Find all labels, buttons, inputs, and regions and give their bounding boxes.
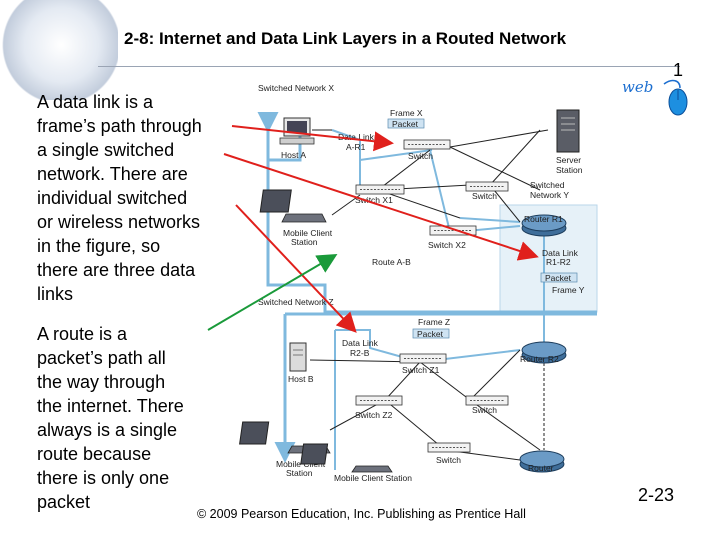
bullet-line: A route is a [37,324,128,344]
switch-icon-network-y [465,181,509,192]
bullet-line: the way through [37,372,166,392]
router-r1-icon [521,214,567,237]
mobile-client-top-label-1: Mobile Client [283,228,333,238]
switch-mid-bottom-label: Switch [472,405,497,415]
slide-number-top: 1 [673,60,684,80]
bullet-line: a single switched [37,140,175,160]
bullet-line: network. There are [37,164,188,184]
bullet-line: the internet. There [37,396,184,416]
laptop-icon-top [259,189,327,223]
bullet-line: packet [37,492,91,512]
bullet-line: there are three data [37,260,196,280]
frame-x-packet-label: Packet [392,119,419,129]
host-b-icon [289,342,307,372]
bullet-line: route because [37,444,152,464]
slide-number: 2-23 [638,485,675,505]
frame-x-label: Frame X [390,108,423,118]
frame-z-box [412,328,450,339]
data-link-r1-r2-label-1: Data Link [542,248,579,258]
server-station-icon [556,109,580,153]
data-link-r2-b-label-1: Data Link [342,338,379,348]
title-underline [98,66,680,67]
bullet-line: A data link is a [37,92,154,112]
frame-z-label: Frame Z [418,317,450,327]
frame-y-label: Frame Y [552,285,585,295]
switch-bottom-label: Switch [436,455,461,465]
switched-network-y-label-1: Switched [530,180,565,190]
switch-icon-mid-bottom [465,395,509,406]
web-mouse-logo: web [622,78,688,116]
router-bottom-label: Router [528,463,554,473]
frame-y-packet-label: Packet [545,273,572,283]
data-link-r1-r2-label-2: R1-R2 [546,257,571,267]
mobile-client-bottom-label: Mobile Client Station [334,473,412,483]
route-line-top [266,130,597,314]
red-arrow-to-data-link-x [231,125,394,152]
bullet-line: individual switched [37,188,188,208]
switch-z2-label: Switch Z2 [355,410,393,420]
router-r1-label: Router R1 [524,214,563,224]
switch-icon-bottom [427,442,471,453]
host-a-label: Host A [281,150,306,160]
logo-text: web [622,78,653,96]
globe-decoration [0,0,118,100]
bullet-line: links [37,284,74,304]
route-a-b-label: Route A-B [372,257,411,267]
data-link-a-r1-label-2: A-R1 [346,142,366,152]
router-r2-label: Router R2 [520,354,559,364]
switch-x2-icon [429,225,477,236]
server-station-label-1: Server [556,155,581,165]
bullet-line: there is only one [37,468,170,488]
switch-icon-top [403,139,451,150]
router-bottom-icon [519,450,565,473]
server-station-label-2: Station [556,165,583,175]
switch-network-y-label: Switch [472,191,497,201]
data-link-r2-b-label-2: R2-B [350,348,370,358]
switch-z1-icon [399,353,447,364]
switch-x2-label: Switch X2 [428,240,466,250]
host-b-label: Host B [288,374,314,384]
copyright-footer: © 2009 Pearson Education, Inc. Publishin… [197,507,526,521]
red-arrow-to-data-link-y [223,153,539,261]
frame-x-box [387,118,425,129]
red-arrow-to-data-link-z [235,204,357,333]
data-link-a-r1-label-1: Data Link [338,132,375,142]
laptop-icon-bottom-center [300,443,393,473]
switch-top-label: Switch [408,151,433,161]
network-links [309,129,549,461]
switched-network-z-label: Switched Network Z [258,297,334,307]
bullet-line: in the figure, so [37,236,161,256]
bullet-route: A route is a packet’s path all the way t… [37,322,237,514]
router-r2-icon [521,341,567,364]
switched-network-y-label-2: Network Y [530,190,569,200]
frame-y-box [540,272,578,283]
slide-title: 2-8: Internet and Data Link Layers in a … [124,29,567,48]
bullet-line: frame’s path through [37,116,202,136]
switch-x1-icon [355,184,405,195]
switch-z1-label: Switch Z1 [402,365,440,375]
frame-z-packet-label: Packet [417,329,444,339]
switch-x1-label: Switch X1 [355,195,393,205]
bullet-line: or wireless networks [37,212,201,232]
switch-z2-icon [355,395,403,406]
green-arrow-to-route [207,253,338,331]
bullet-line: packet’s path all [37,348,166,368]
mobile-client-top-label-2: Station [291,237,318,247]
mobile-client-bottom-left-label-2: Station [286,468,313,478]
switched-network-x-label: Switched Network X [258,83,334,93]
bullet-line: always is a single [37,420,178,440]
bullet-data-link: A data link is a frame’s path through a … [37,90,237,306]
